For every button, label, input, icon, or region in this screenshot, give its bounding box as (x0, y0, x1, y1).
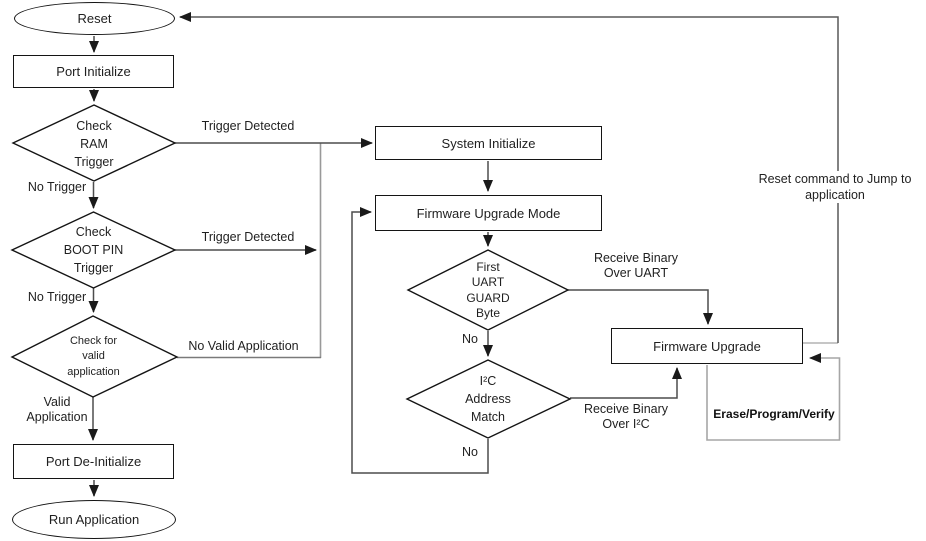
port-deinitialize-node: Port De-Initialize (13, 444, 174, 479)
port-initialize-node: Port Initialize (13, 55, 174, 88)
check-ram-trigger-label: Check RAM Trigger (74, 118, 114, 169)
edge-i2c-receive-binary (570, 367, 682, 399)
edge-erase-program-verify-loop (706, 353, 841, 441)
reset-node: Reset (14, 2, 175, 35)
no-trigger-ram-label: No Trigger (27, 180, 87, 194)
erase-program-verify-label: Erase/Program/Verify (713, 407, 835, 421)
trigger-detected-ram-label: Trigger Detected (201, 119, 295, 133)
run-application-node: Run Application (12, 500, 176, 539)
first-uart-guard-byte-diamond (406, 249, 570, 331)
check-boot-pin-trigger-diamond (10, 211, 177, 289)
no-i2c-label: No (462, 445, 478, 459)
system-initialize-node: System Initialize (375, 126, 602, 160)
check-valid-application-label: Check for valid application (67, 334, 120, 378)
firmware-upgrade-mode-node: Firmware Upgrade Mode (375, 195, 602, 231)
edge-uart-receive-binary (568, 289, 713, 325)
i2c-address-match-diamond (405, 359, 572, 439)
no-valid-application-label: No Valid Application (188, 339, 299, 353)
check-valid-application-diamond (10, 315, 179, 398)
valid-application-label: Valid Application (26, 395, 88, 424)
receive-binary-i2c-label: Receive Binary Over I²C (583, 402, 669, 431)
reset-command-label: Reset command to Jump to application (745, 171, 925, 203)
edge-reset-return (179, 12, 839, 343)
no-trigger-boot-label: No Trigger (27, 290, 87, 304)
receive-binary-uart-label: Receive Binary Over UART (593, 251, 679, 280)
edge-i2c-no-loop-to-fw-mode (351, 207, 489, 474)
i2c-address-match-label: I²C Address Match (465, 374, 511, 424)
trigger-detected-boot-label: Trigger Detected (201, 230, 295, 244)
check-ram-trigger-diamond (11, 104, 177, 182)
firmware-upgrade-node: Firmware Upgrade (611, 328, 803, 364)
first-uart-guard-byte-label: First UART GUARD Byte (466, 259, 510, 321)
check-boot-pin-trigger-label: Check BOOT PIN Trigger (63, 225, 124, 275)
no-uart-label: No (462, 332, 478, 346)
